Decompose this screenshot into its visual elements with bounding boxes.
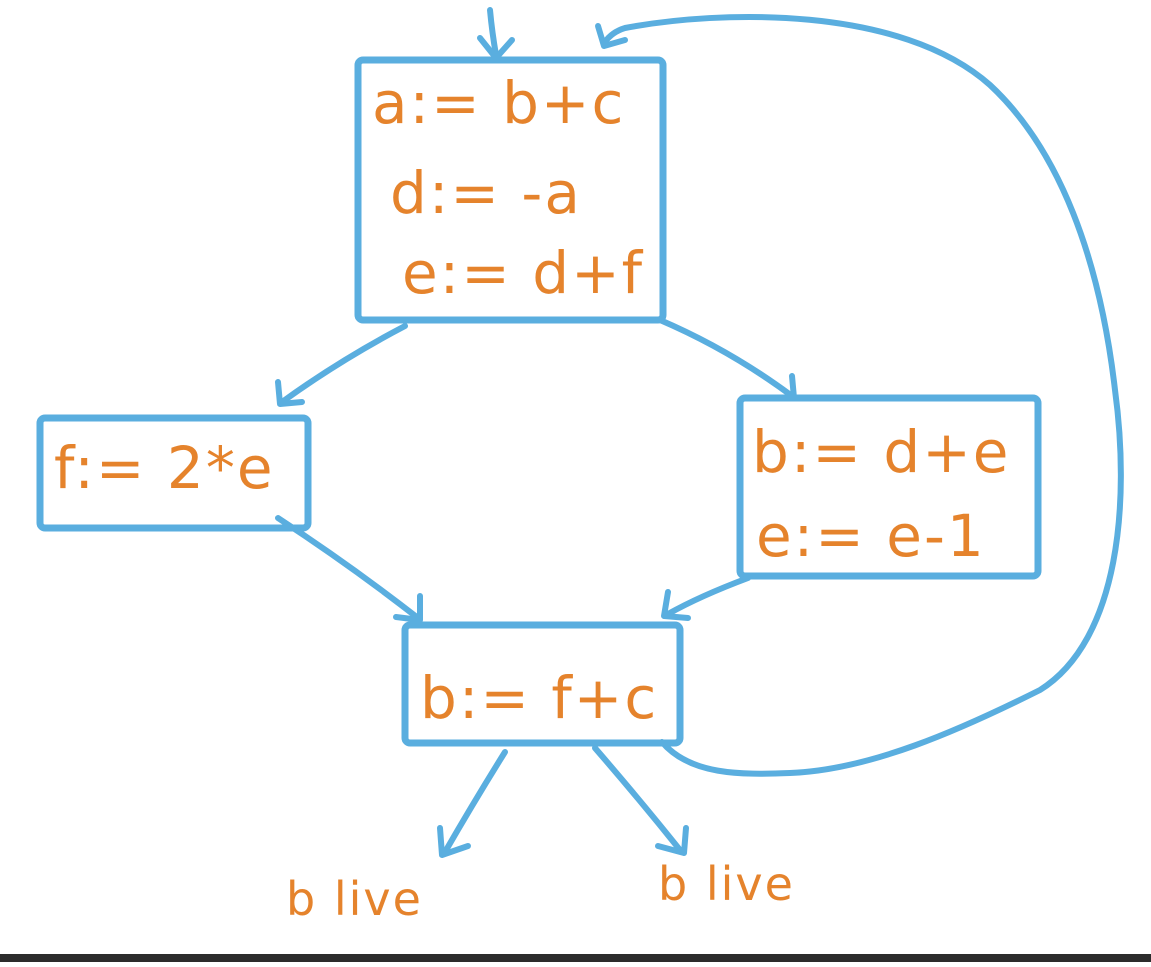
left-stmt-1: f:= 2*e: [54, 434, 275, 502]
edge-right-to-join-arrowhead: [661, 589, 691, 621]
exit-label-right: b live: [658, 857, 795, 911]
left-block-box: [36, 414, 312, 532]
back-edge-join-to-entry: [602, 13, 1124, 777]
entry-stmt-3: e:= d+f: [402, 239, 644, 307]
bottom-border: [0, 954, 1151, 962]
edge-join-to-exit-right-arrowhead: [655, 825, 689, 856]
edge-into-entry: [487, 7, 499, 58]
edge-entry-to-right: [657, 317, 795, 399]
edge-entry-to-left-arrowhead: [275, 379, 305, 407]
back-edge-arrowhead: [595, 23, 628, 49]
edge-entry-to-left: [279, 323, 408, 405]
right-stmt-2: e:= e-1: [756, 502, 986, 570]
join-stmt-1: b:= f+c: [420, 664, 658, 732]
exit-label-left: b live: [286, 872, 423, 926]
right-block-box: [736, 394, 1042, 580]
edge-join-to-exit-left-arrowhead: [437, 825, 471, 858]
join-block-box: [401, 621, 684, 747]
entry-stmt-2: d:= -a: [390, 159, 582, 227]
entry-block-box: [354, 56, 667, 324]
entry-stmt-1: a:= b+c: [372, 69, 625, 137]
right-stmt-1: b:= d+e: [752, 418, 1011, 486]
edge-join-to-exit-left: [442, 749, 508, 855]
edge-left-to-join-arrowhead: [393, 593, 423, 623]
edge-right-to-join: [665, 575, 751, 617]
edge-join-to-exit-right: [592, 745, 683, 853]
edge-left-to-join: [275, 515, 421, 621]
